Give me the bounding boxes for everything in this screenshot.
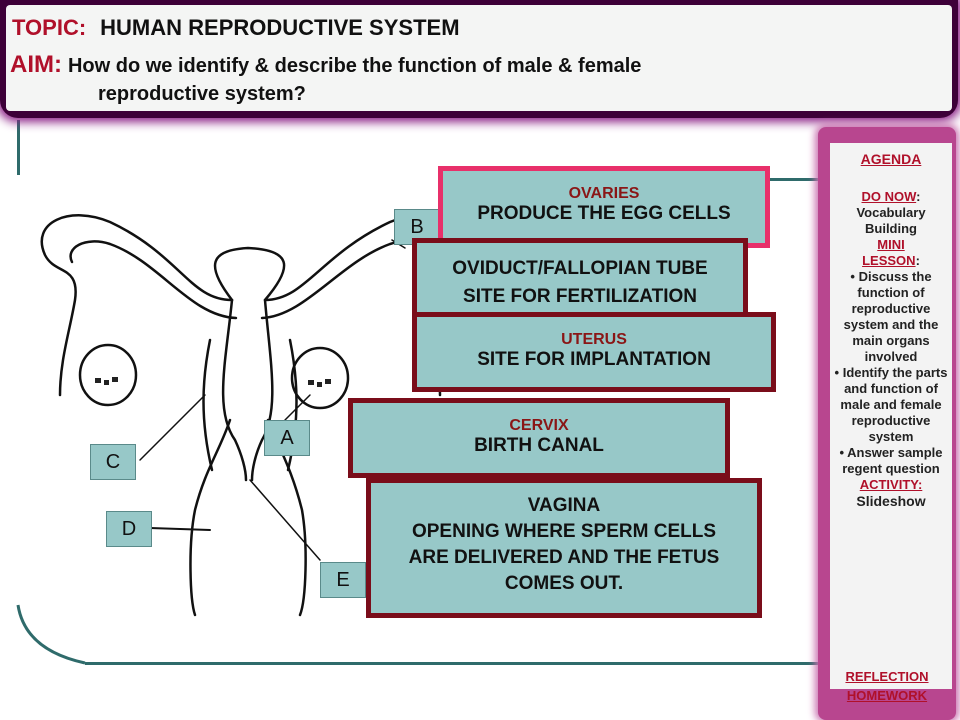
canal-left	[202, 338, 214, 472]
topic-line: TOPIC: HUMAN REPRODUCTIVE SYSTEM	[12, 15, 460, 41]
vagina-name: VAGINA	[527, 495, 601, 516]
right-tube-inner	[260, 240, 431, 320]
vagina-box: VAGINA OPENING WHERE SPERM CELLS ARE DEL…	[366, 478, 762, 618]
uterus-name: UTERUS	[561, 331, 627, 348]
agenda-content: AGENDA DO NOW: Vocabulary Building MINI …	[830, 143, 952, 689]
agenda-list: AGENDA DO NOW: Vocabulary Building MINI …	[830, 143, 952, 510]
oviduct-name: OVIDUCT/FALLOPIAN TUBE	[452, 258, 708, 279]
topic-text: HUMAN REPRODUCTIVE SYSTEM	[100, 15, 460, 40]
uterus-outline-left	[221, 298, 248, 482]
aim-text-2: reproductive system?	[98, 83, 306, 105]
cervix-name: CERVIX	[509, 417, 569, 434]
ovaries-name: OVARIES	[568, 185, 640, 202]
agenda-do-now-label: DO NOW	[861, 189, 917, 204]
cervix-function: BIRTH CANAL	[474, 435, 604, 456]
label-e: E	[320, 562, 366, 598]
uterus-function: SITE FOR IMPLANTATION	[477, 349, 711, 370]
agenda-homework: HOMEWORK	[846, 688, 928, 703]
vagina-left	[189, 418, 232, 617]
uterus-outline	[213, 246, 286, 482]
left-tube-outer	[40, 214, 234, 397]
topic-label: TOPIC:	[12, 15, 87, 40]
leader-e	[249, 479, 321, 561]
label-c: C	[90, 444, 136, 480]
agenda-bullet-2: • Identify the parts and function of mal…	[834, 365, 948, 444]
agenda-lesson-label: LESSON	[862, 253, 916, 268]
leader-c	[139, 394, 206, 461]
agenda-activity-label: ACTIVITY:	[859, 477, 923, 492]
vagina-line-3: COMES OUT.	[504, 573, 624, 594]
agenda-do-now-text: Vocabulary Building	[856, 205, 926, 236]
leader-a	[284, 394, 311, 421]
ovaries-function: PRODUCE THE EGG CELLS	[477, 203, 731, 224]
aim-label: AIM:	[10, 51, 62, 78]
aim-text-1: How do we identify & describe the functi…	[67, 55, 642, 77]
left-ovary	[78, 343, 138, 407]
cervix-box: CERVIX BIRTH CANAL	[348, 398, 730, 478]
agenda-bullet-3: • Answer sample regent question	[839, 445, 943, 476]
agenda-panel: AGENDA DO NOW: Vocabulary Building MINI …	[818, 127, 956, 720]
oviduct-box: OVIDUCT/FALLOPIAN TUBE SITE FOR FERTILIZ…	[412, 238, 748, 318]
header-banner: TOPIC: HUMAN REPRODUCTIVE SYSTEM AIM:How …	[0, 0, 958, 118]
vagina-line-2: ARE DELIVERED AND THE FETUS	[408, 547, 720, 568]
agenda-bullet-1: • Discuss the function of reproductive s…	[843, 269, 939, 364]
left-tube-inner	[69, 240, 238, 320]
agenda-reflection: REFLECTION	[845, 669, 929, 684]
right-ovary	[290, 346, 350, 410]
frame-line-bottom	[85, 662, 825, 665]
agenda-title: AGENDA	[860, 151, 922, 167]
leader-d	[149, 527, 211, 531]
oviduct-function: SITE FOR FERTILIZATION	[463, 286, 697, 307]
agenda-activity-text: Slideshow	[856, 493, 926, 509]
header-panel: TOPIC: HUMAN REPRODUCTIVE SYSTEM AIM:How …	[6, 5, 952, 111]
uterus-box: UTERUS SITE FOR IMPLANTATION	[412, 312, 776, 392]
agenda-mini-label: MINI	[877, 237, 905, 252]
frame-line-right	[770, 178, 830, 181]
frame-line-left	[17, 120, 20, 175]
label-d: D	[106, 511, 152, 547]
label-a: A	[264, 420, 310, 456]
vagina-line-1: OPENING WHERE SPERM CELLS	[411, 521, 717, 542]
ovaries-box: OVARIES PRODUCE THE EGG CELLS	[438, 166, 770, 248]
aim-line: AIM:How do we identify & describe the fu…	[10, 51, 641, 79]
